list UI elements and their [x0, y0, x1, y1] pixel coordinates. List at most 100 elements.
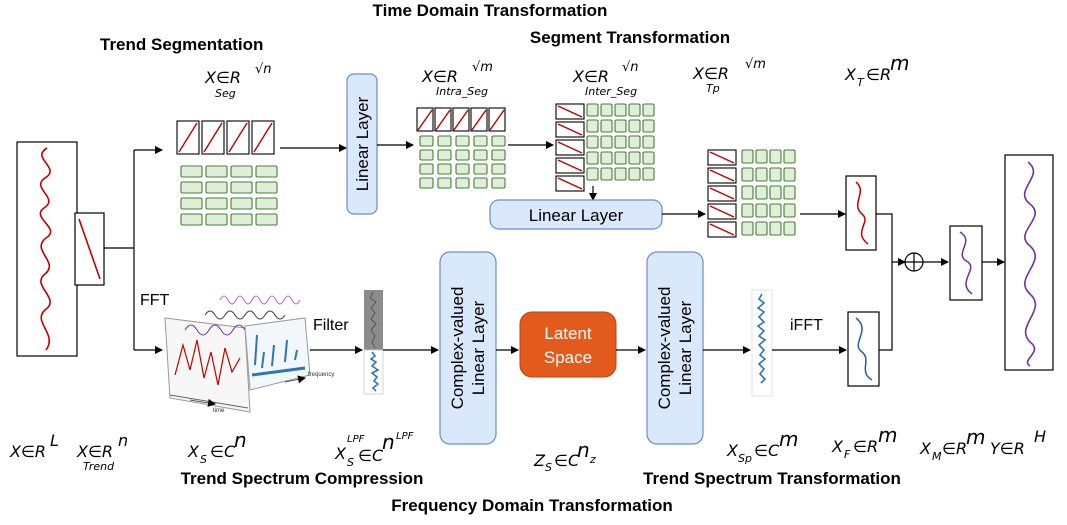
trend-line [78, 218, 101, 280]
svg-text:L: L [50, 431, 59, 450]
grid-cell [642, 135, 655, 149]
grid-cell [755, 167, 768, 182]
grid-cell [741, 185, 754, 200]
title-segment-transformation: Segment Transformation [530, 28, 730, 47]
grid-cell [600, 167, 613, 181]
svg-text:n: n [118, 431, 128, 450]
svg-text:LPF: LPF [396, 431, 414, 442]
grid-cell [255, 165, 278, 178]
grid-cell [437, 149, 452, 161]
svg-text:Y∈R: Y∈R [990, 439, 1025, 458]
inter-seg-grid [586, 103, 655, 181]
svg-text:T: T [857, 76, 865, 89]
math-x-m: X M ∈R m [919, 425, 985, 463]
grid-cell [230, 165, 253, 178]
svg-text:S: S [347, 456, 354, 469]
grid-cell [473, 177, 488, 189]
ifft-label: iFFT [790, 317, 823, 334]
linear-layer-2-label: Linear Layer [529, 206, 624, 225]
math-x-tp: X∈R √m Tp [692, 57, 766, 95]
grid-cell [628, 135, 641, 149]
grid-cell [205, 197, 228, 210]
svg-text:X∈R: X∈R [572, 67, 609, 86]
xm-box [949, 225, 983, 301]
title-trend-segmentation: Trend Segmentation [100, 35, 263, 54]
math-x-f: X F ∈R m [831, 423, 897, 461]
grid-cell [600, 151, 613, 165]
math-x-s: X S ∈C n [187, 428, 247, 466]
xf-box [847, 311, 880, 387]
inter-seg-boxes [555, 103, 585, 192]
complex-layer-1-line1: Complex-valued [448, 287, 467, 410]
svg-text:∈C: ∈C [754, 441, 780, 460]
grid-cell [586, 167, 599, 181]
grid-cell [783, 203, 796, 218]
grid-cell [642, 151, 655, 165]
grid-cell [614, 135, 627, 149]
grid-cell [614, 119, 627, 133]
segment-boxes-top [176, 120, 275, 155]
svg-text:∈C: ∈C [358, 446, 384, 465]
grid-cell [180, 181, 203, 194]
svg-text:Tp: Tp [706, 82, 720, 95]
svg-text:X∈R: X∈R [692, 64, 729, 83]
axis-time-label: time [213, 408, 225, 414]
grid-cell [230, 197, 253, 210]
grid-cell [180, 197, 203, 210]
math-x-t: X T ∈R m [844, 51, 909, 89]
grid-cell [614, 151, 627, 165]
merge-lines [876, 213, 893, 351]
svg-text:√n: √n [622, 60, 639, 75]
svg-text:Inter_Seg: Inter_Seg [585, 85, 637, 98]
svg-text:∈C: ∈C [210, 442, 236, 461]
grid-cell [741, 149, 754, 164]
grid-cell [628, 151, 641, 165]
svg-text:X: X [187, 442, 200, 461]
svg-text:z: z [589, 453, 596, 466]
grid-cell [437, 135, 452, 147]
grid-cell [419, 177, 434, 189]
output-box [1004, 154, 1054, 371]
latent-line2: Space [544, 348, 592, 367]
grid-cell [769, 203, 782, 218]
grid-cell [455, 177, 470, 189]
grid-cell [255, 213, 278, 226]
branch-split [104, 150, 135, 350]
math-x-trend: X∈R n Trend [76, 431, 128, 473]
grid-cell [491, 135, 506, 147]
grid-cell [755, 185, 768, 200]
grid-cell [437, 177, 452, 189]
grid-cell [741, 221, 754, 236]
grid-cell [614, 167, 627, 181]
svg-text:S: S [545, 461, 552, 474]
svg-text:X∈R: X∈R [76, 442, 113, 461]
linear-layer-1-label: Linear Layer [353, 96, 372, 191]
math-x-sp: X Sp ∈C m [726, 427, 798, 465]
math-y: Y∈R H [990, 427, 1046, 458]
grid-cell [205, 213, 228, 226]
grid-cell [180, 213, 203, 226]
grid-cell [473, 135, 488, 147]
svg-text:Seg: Seg [215, 87, 236, 100]
grid-cell [473, 163, 488, 175]
xsp-curve [756, 293, 767, 384]
grid-cell [437, 163, 452, 175]
svg-text:Sp: Sp [738, 452, 752, 465]
math-x-intra: X∈R √m Intra_Seg [421, 60, 493, 98]
xt-curve [855, 181, 869, 245]
svg-text:√n: √n [255, 62, 272, 77]
complex-layer-2-line1: Complex-valued [655, 287, 674, 410]
grid-cell [783, 221, 796, 236]
grid-cell [755, 149, 768, 164]
grid-cell [783, 185, 796, 200]
sum-icon [905, 253, 923, 271]
grid-cell [255, 197, 278, 210]
grid-cell [455, 149, 470, 161]
svg-text:X∈R: X∈R [9, 442, 46, 461]
math-z-s: Z S ∈C n z [533, 438, 596, 474]
grid-cell [586, 135, 599, 149]
grid-cell [230, 213, 253, 226]
grid-cell [783, 167, 796, 182]
math-x-inter: X∈R √n Inter_Seg [572, 60, 639, 98]
segment-grid-top [180, 165, 278, 226]
